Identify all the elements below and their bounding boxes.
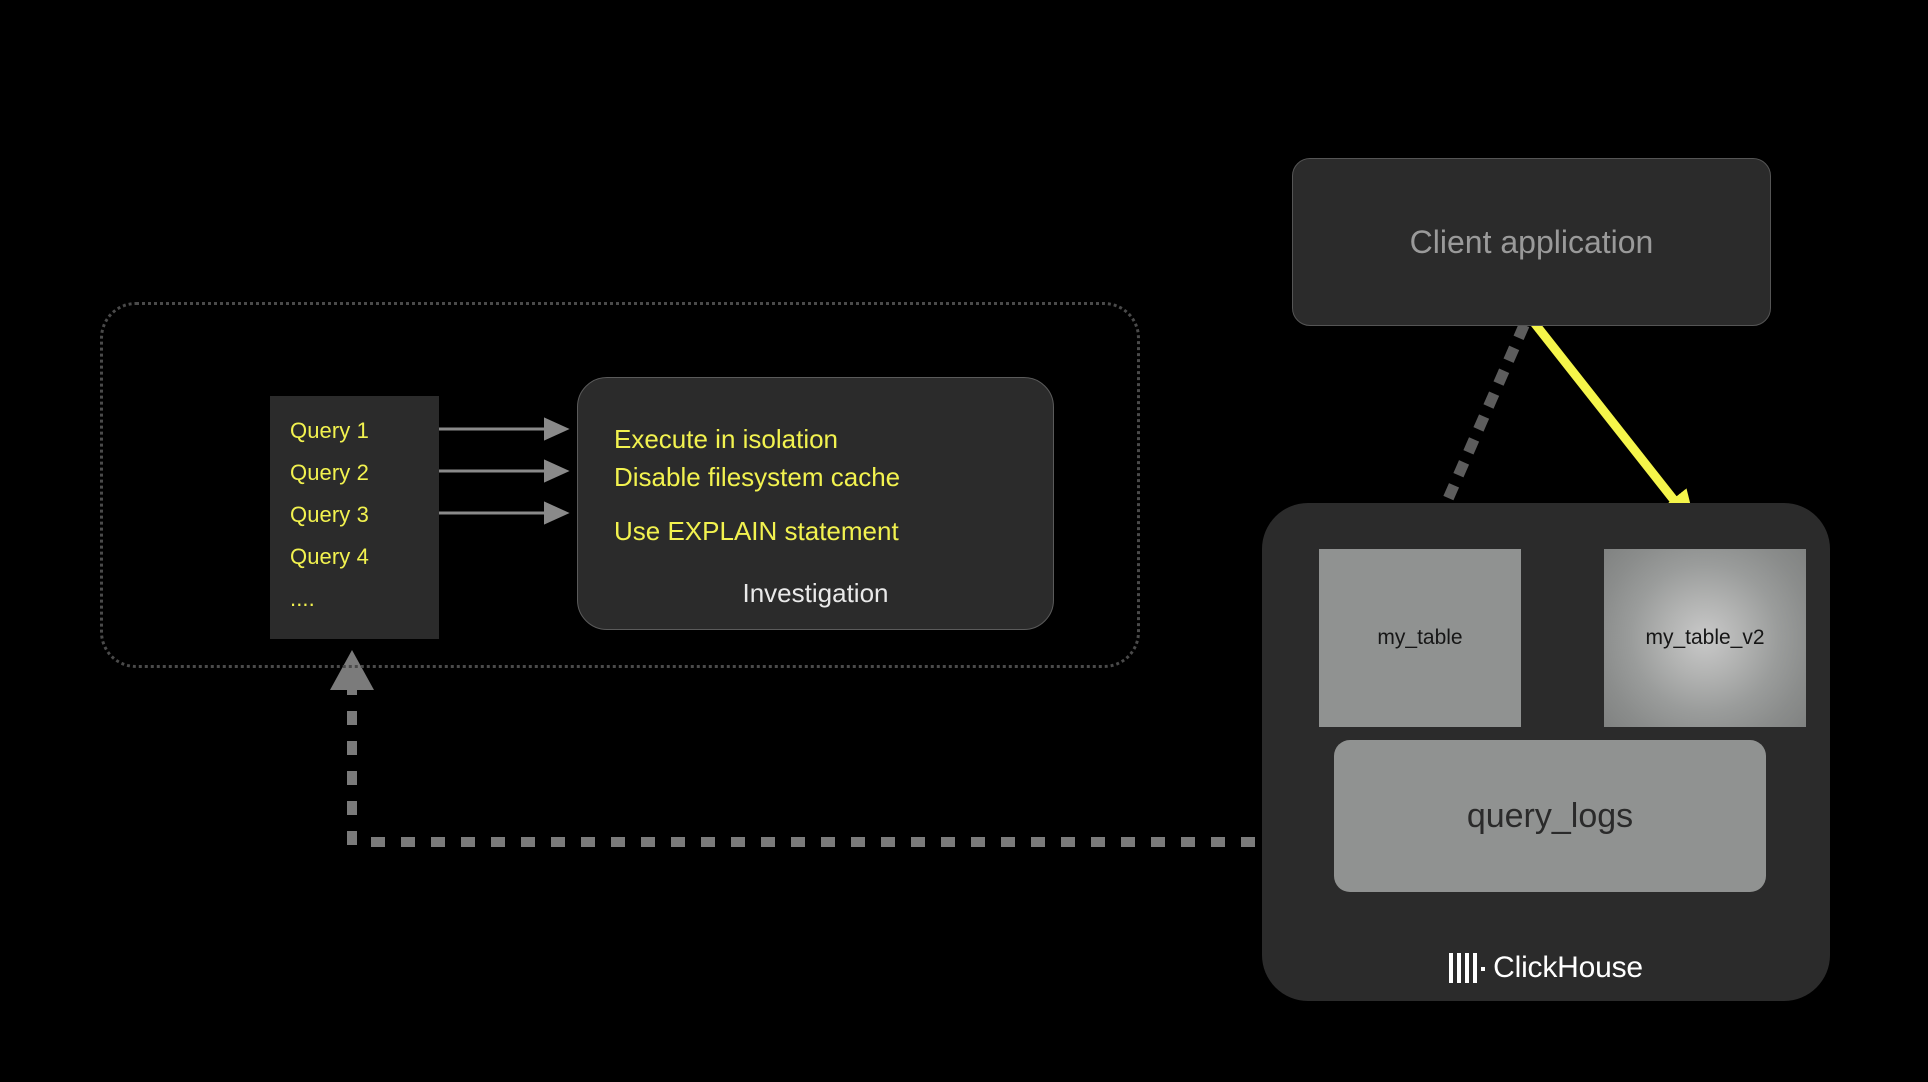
investigation-highlight: Use EXPLAIN statement [614, 516, 899, 546]
investigation-group-container [100, 302, 1140, 668]
investigation-highlight: Disable filesystem cache [614, 462, 901, 492]
investigation-highlight: Execute in isolation [614, 424, 839, 454]
clickhouse-panel: my_table my_table_v2 query_logs ClickHou… [1262, 503, 1830, 1001]
yellow-shaft [1528, 317, 1697, 529]
feedback-dotted-shaft [347, 670, 1345, 847]
investigation-card: Execute in isolation Disable filesystem … [577, 377, 1054, 630]
table-node-my-table[interactable]: my_table [1319, 549, 1521, 727]
query-list-panel: Query 1 Query 2 Query 3 Query 4 .... [270, 396, 439, 639]
table-label: query_logs [1466, 796, 1634, 835]
query-item[interactable]: Query 3 [290, 502, 369, 527]
client-to-my-table-v2-arrow [1528, 317, 1697, 529]
client-application-label: Client application [1409, 223, 1654, 260]
table-node-query-logs[interactable]: query_logs [1334, 740, 1766, 892]
query-item-ellipsis: .... [290, 586, 315, 611]
query-item[interactable]: Query 2 [290, 460, 369, 485]
table-label: my_table [1377, 626, 1463, 649]
investigation-caption: Investigation [742, 578, 889, 608]
clickhouse-wordmark: ClickHouse [1493, 951, 1643, 984]
client-application-card: Client application [1292, 158, 1771, 326]
clickhouse-logo: ClickHouse [1262, 951, 1830, 985]
clickhouse-bars-icon [1449, 953, 1486, 983]
investigation-highlight-list: Execute in isolation Disable filesystem … [614, 420, 1043, 550]
query-item[interactable]: Query 1 [290, 418, 369, 443]
table-label: my_table_v2 [1645, 626, 1765, 649]
query-logs-feedback-path [330, 650, 1345, 847]
table-node-my-table-v2[interactable]: my_table_v2 [1604, 549, 1806, 727]
dotted-shaft [1433, 322, 1530, 523]
query-item[interactable]: Query 4 [290, 544, 369, 569]
